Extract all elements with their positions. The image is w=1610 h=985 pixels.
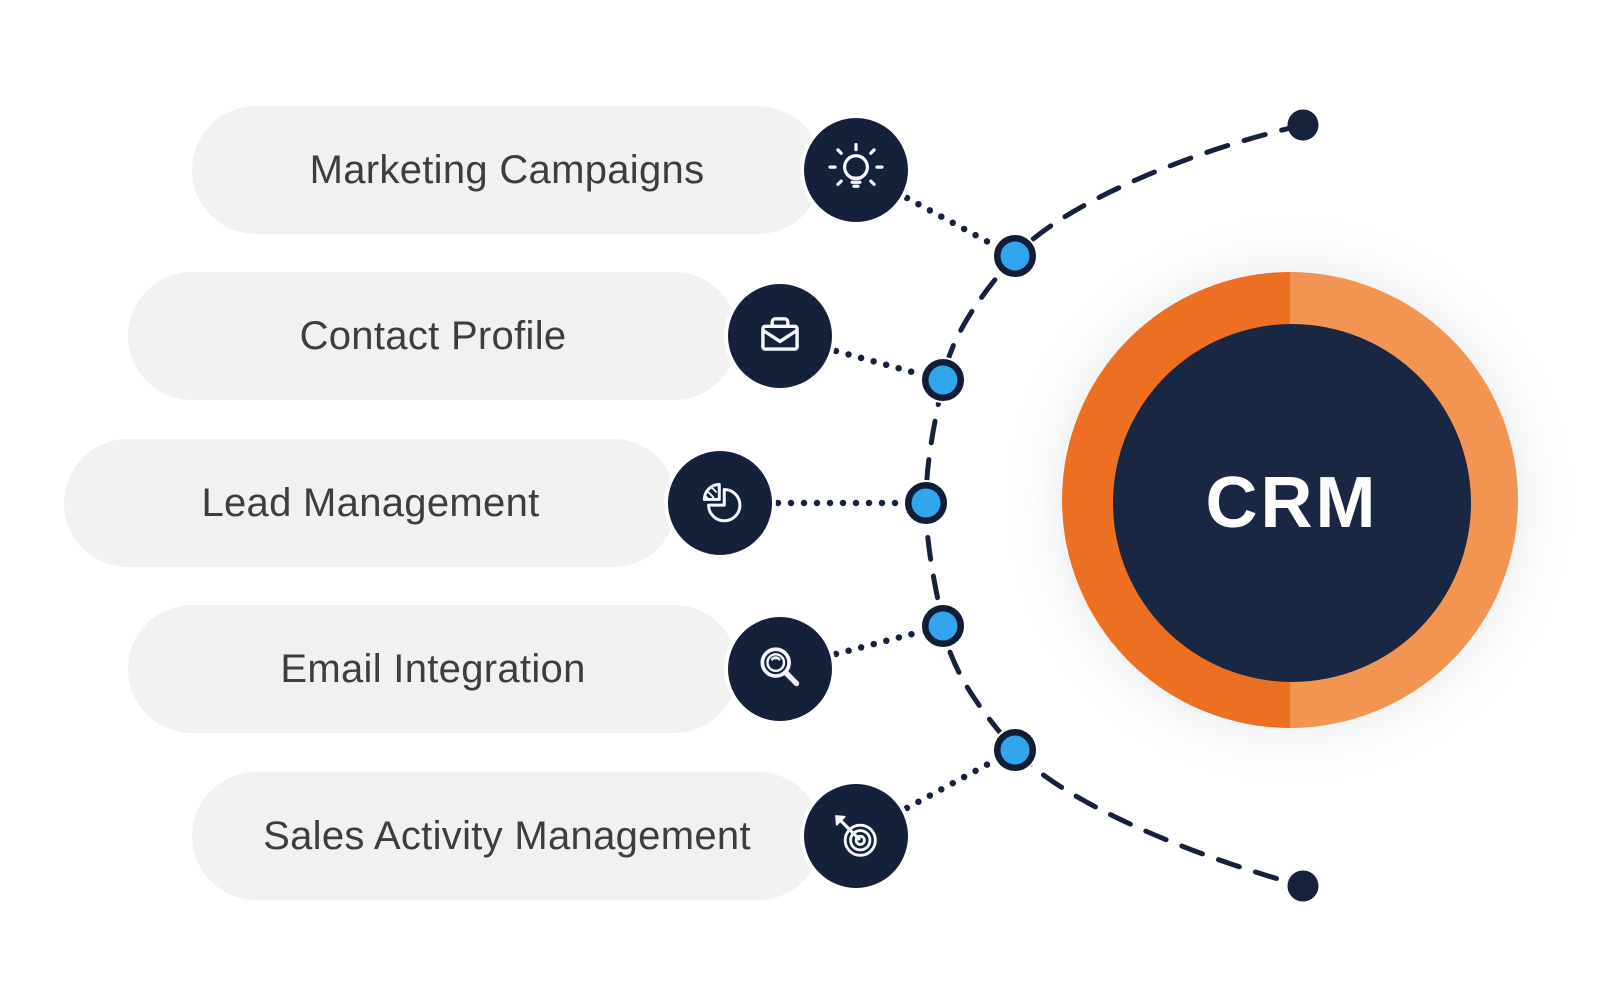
timeline-node bbox=[992, 727, 1038, 773]
badge-marketing bbox=[804, 118, 908, 222]
badge-lead bbox=[668, 451, 772, 555]
pill-contact-profile: Contact Profile bbox=[128, 272, 738, 400]
pill-marketing-campaigns: Marketing Campaigns bbox=[192, 106, 822, 234]
timeline-node bbox=[920, 357, 966, 403]
target-icon bbox=[835, 815, 877, 857]
timeline-nodes bbox=[903, 233, 1038, 773]
timeline-node bbox=[920, 603, 966, 649]
pill-sales-activity-management: Sales Activity Management bbox=[192, 772, 822, 900]
badge-sales bbox=[804, 784, 908, 888]
crm-ring: CRM bbox=[1062, 272, 1518, 728]
pill-label: Marketing Campaigns bbox=[309, 147, 705, 192]
dotted-link-email bbox=[832, 629, 920, 658]
pie-chart-icon bbox=[702, 483, 742, 523]
pill-label: Lead Management bbox=[201, 480, 540, 525]
dotted-link-marketing bbox=[903, 194, 994, 247]
lightbulb-icon bbox=[828, 143, 884, 188]
badge-contact bbox=[728, 284, 832, 388]
pill-email-integration: Email Integration bbox=[128, 605, 738, 733]
search-icon bbox=[760, 647, 800, 687]
badge-email bbox=[728, 617, 832, 721]
briefcase-icon bbox=[761, 317, 799, 351]
dotted-link-contact bbox=[832, 347, 920, 377]
crm-title: CRM bbox=[1205, 463, 1379, 543]
dotted-link-sales bbox=[903, 759, 994, 812]
pill-label: Email Integration bbox=[280, 646, 586, 691]
arc-end-dot-top bbox=[1287, 109, 1319, 141]
arc-end-dot-bottom bbox=[1287, 870, 1319, 902]
pill-label: Contact Profile bbox=[299, 313, 567, 358]
pill-label: Sales Activity Management bbox=[263, 813, 751, 858]
pill-lead-management: Lead Management bbox=[64, 439, 677, 567]
timeline-node bbox=[903, 480, 949, 526]
timeline-node bbox=[992, 233, 1038, 279]
crm-core: CRM bbox=[1113, 324, 1471, 682]
